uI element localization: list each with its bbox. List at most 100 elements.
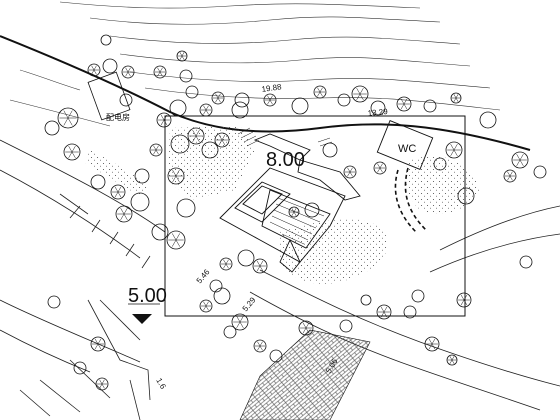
tree-branch bbox=[163, 114, 168, 121]
tree-branch bbox=[516, 153, 521, 161]
tree-branch bbox=[453, 143, 458, 151]
spot-level-1: 5.46 bbox=[195, 267, 212, 285]
tree-branch bbox=[127, 71, 131, 77]
tree-branch bbox=[302, 322, 307, 329]
tree-symbol bbox=[100, 34, 112, 46]
tree-branch bbox=[455, 97, 459, 102]
tree-branch bbox=[356, 93, 361, 101]
tree-branch bbox=[463, 299, 468, 306]
tree-symbol bbox=[446, 354, 458, 366]
tree-symbol bbox=[209, 279, 223, 293]
tree-symbol bbox=[351, 85, 369, 103]
tree-symbol bbox=[166, 230, 186, 250]
tree-branch bbox=[205, 109, 209, 115]
tree-symbol bbox=[313, 85, 327, 99]
tree-branch bbox=[181, 55, 185, 60]
tree-symbol bbox=[456, 292, 472, 308]
tree-branch bbox=[403, 103, 408, 110]
tree-branch bbox=[101, 383, 105, 389]
tree-branch bbox=[159, 67, 163, 73]
power-room: 配电房 bbox=[87, 71, 131, 122]
tree-branch bbox=[302, 327, 307, 334]
tree-symbol bbox=[457, 187, 475, 205]
tree-symbol bbox=[187, 127, 205, 145]
tree-branch bbox=[359, 93, 364, 101]
tree-symbol bbox=[90, 174, 106, 190]
tree-branch bbox=[192, 129, 197, 137]
tree-branch bbox=[67, 110, 73, 119]
tree-branch bbox=[175, 175, 180, 183]
tree-branch bbox=[269, 95, 273, 101]
power-room-label: 配电房 bbox=[106, 112, 130, 122]
tree-symbol bbox=[151, 223, 169, 241]
tree-branch bbox=[225, 263, 229, 269]
tree-branch bbox=[175, 239, 181, 247]
tree-branch bbox=[380, 306, 385, 313]
tree-symbol bbox=[185, 85, 199, 99]
tree-symbol bbox=[213, 287, 231, 305]
tree-branch bbox=[269, 99, 273, 105]
tree-branch bbox=[93, 69, 97, 75]
tree-branch bbox=[519, 159, 524, 167]
tree-branch bbox=[221, 139, 226, 146]
tree-symbol bbox=[119, 93, 133, 107]
tree-symbol bbox=[87, 63, 101, 77]
tree-branch bbox=[163, 119, 168, 126]
tree-branch bbox=[267, 99, 271, 105]
tree-branch bbox=[453, 94, 457, 99]
tree-branch bbox=[114, 186, 119, 193]
tree-branch bbox=[519, 153, 524, 161]
tree-symbol bbox=[479, 111, 497, 129]
tree-branch bbox=[259, 345, 263, 351]
tree-symbol bbox=[291, 97, 309, 115]
tree-branch bbox=[450, 149, 455, 157]
tree-branch bbox=[123, 213, 128, 221]
tree-symbol bbox=[445, 141, 463, 159]
entrance-arrow bbox=[128, 303, 160, 324]
tree-branch bbox=[175, 233, 181, 241]
tree-branch bbox=[153, 149, 157, 155]
tree-branch bbox=[349, 171, 353, 177]
contour-label-2: 13.29 bbox=[367, 107, 388, 118]
tree-branch bbox=[239, 321, 244, 329]
tree-symbol bbox=[304, 202, 320, 218]
tree-branch bbox=[305, 322, 310, 329]
tree-symbol bbox=[130, 192, 150, 212]
wc-label: WC bbox=[398, 143, 416, 155]
tree-branch bbox=[356, 87, 361, 95]
tree-symbol bbox=[376, 304, 392, 320]
tree-branch bbox=[319, 91, 323, 97]
tree-branch bbox=[431, 343, 436, 350]
tree-branch bbox=[63, 110, 69, 119]
tree-branch bbox=[217, 97, 221, 103]
parking-strip bbox=[0, 139, 166, 420]
tree-branch bbox=[449, 356, 453, 361]
tree-branch bbox=[431, 338, 436, 345]
tree-branch bbox=[383, 311, 388, 318]
tree-branch bbox=[153, 145, 157, 151]
tree-symbol bbox=[63, 143, 81, 161]
tree-branch bbox=[217, 93, 221, 99]
tree-branch bbox=[97, 343, 102, 350]
tree-symbol bbox=[252, 258, 268, 274]
tree-branch bbox=[179, 52, 183, 57]
tree-branch bbox=[172, 169, 177, 177]
tree-branch bbox=[259, 265, 264, 272]
tree-symbol bbox=[231, 101, 249, 119]
tree-branch bbox=[377, 167, 381, 173]
tree-branch bbox=[319, 87, 323, 93]
tree-branch bbox=[379, 167, 383, 173]
tree-branch bbox=[160, 119, 165, 126]
tree-branch bbox=[239, 315, 244, 323]
tree-symbol bbox=[234, 92, 250, 108]
tree-branch bbox=[460, 299, 465, 306]
tree-symbol bbox=[533, 165, 547, 179]
road-mark: 1.6 bbox=[154, 377, 168, 392]
tree-branch bbox=[175, 169, 180, 177]
tree-symbol bbox=[337, 93, 351, 107]
tree-symbol bbox=[396, 96, 412, 112]
tree-branch bbox=[317, 87, 321, 93]
tree-branch bbox=[236, 321, 241, 329]
tree-branch bbox=[93, 65, 97, 71]
